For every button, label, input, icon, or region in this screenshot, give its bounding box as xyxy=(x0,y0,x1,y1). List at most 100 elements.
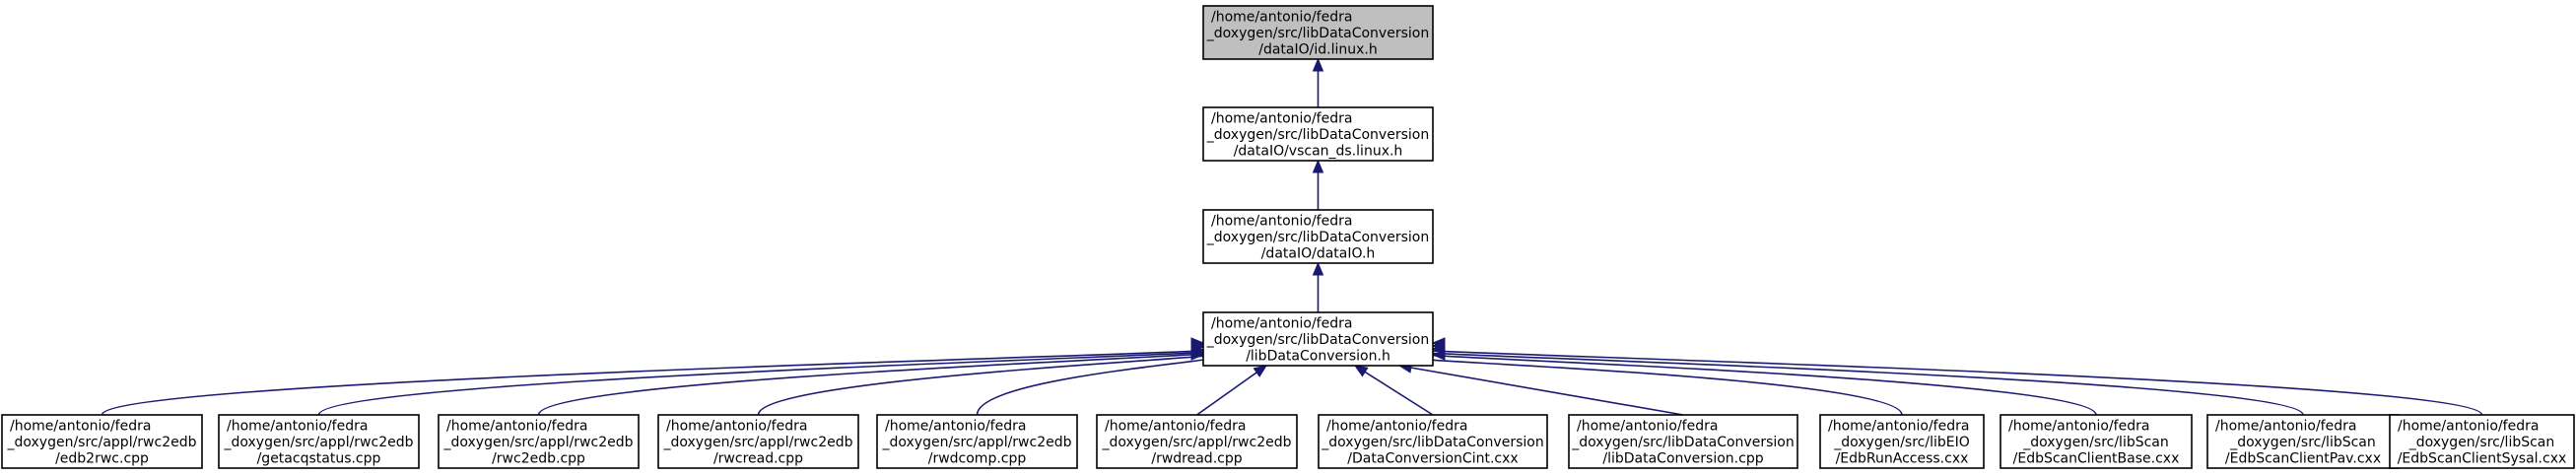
node-label-line: _doxygen/src/libDataConversion xyxy=(1321,435,1543,450)
edge-c10-to-n3 xyxy=(1350,340,2304,416)
edge-arrowhead xyxy=(1312,261,1324,276)
edge-line xyxy=(1372,348,2097,416)
node-box xyxy=(438,414,640,469)
node-label-line: _doxygen/src/libScan xyxy=(2229,435,2376,450)
edge-c6-to-n3 xyxy=(1353,365,1434,416)
graph-node-c11[interactable]: /home/antonio/fedra_doxygen/src/libScan/… xyxy=(2389,414,2575,469)
edge-line xyxy=(101,342,1310,416)
node-box xyxy=(2389,414,2575,469)
node-label-line: _doxygen/src/appl/rwc2edb xyxy=(224,435,414,450)
edge-arrowhead xyxy=(1253,365,1268,377)
node-label-line: /home/antonio/fedra xyxy=(2215,419,2356,435)
node-label-line: _doxygen/src/libScan xyxy=(2022,435,2169,450)
edge-c0-to-n3 xyxy=(101,337,1310,416)
node-box xyxy=(1819,414,1985,469)
node-box xyxy=(1096,414,1298,469)
graph-node-c10[interactable]: /home/antonio/fedra_doxygen/src/libScan/… xyxy=(2206,414,2400,469)
graph-node-c8[interactable]: /home/antonio/fedra_doxygen/src/libEIO/E… xyxy=(1819,414,1985,469)
node-box xyxy=(876,414,1078,469)
node-box xyxy=(1568,414,1798,469)
node-label-line: _doxygen/src/libDataConversion xyxy=(1206,127,1429,143)
graph-node-n1[interactable]: /home/antonio/fedra_doxygen/src/libDataC… xyxy=(1202,106,1434,162)
node-box xyxy=(1202,106,1434,162)
edge-arrowhead xyxy=(1353,365,1369,377)
graph-node-c2[interactable]: /home/antonio/fedra_doxygen/src/appl/rwc… xyxy=(438,414,640,469)
graph-node-c6[interactable]: /home/antonio/fedra_doxygen/src/libDataC… xyxy=(1318,414,1548,469)
node-label-line: _doxygen/src/libScan xyxy=(2408,435,2555,450)
node-label-line: /home/antonio/fedra xyxy=(446,419,587,435)
edge-arrowhead xyxy=(1312,159,1324,173)
node-label-line: /home/antonio/fedra xyxy=(1105,419,1246,435)
node-label-line: /rwc2edb.cpp xyxy=(492,451,585,467)
graph-node-n2[interactable]: /home/antonio/fedra_doxygen/src/libDataC… xyxy=(1202,209,1434,264)
node-label-line: _doxygen/src/libDataConversion xyxy=(1206,332,1429,348)
node-label-line: /getacqstatus.cpp xyxy=(257,451,381,467)
node-label-line: _doxygen/src/libDataConversion xyxy=(1206,230,1429,245)
graph-node-c0[interactable]: /home/antonio/fedra_doxygen/src/appl/rwc… xyxy=(1,414,203,469)
edge-c5-to-n3 xyxy=(1196,365,1268,416)
node-label-line: /home/antonio/fedra xyxy=(2398,419,2539,435)
node-label-line: /dataIO/vscan_ds.linux.h xyxy=(1234,144,1403,160)
node-label-line: _doxygen/src/appl/rwc2edb xyxy=(663,435,853,450)
node-label-line: /home/antonio/fedra xyxy=(1211,214,1352,230)
graph-node-c9[interactable]: /home/antonio/fedra_doxygen/src/libScan/… xyxy=(2000,414,2193,469)
node-label-line: /DataConversionCint.cxx xyxy=(1347,451,1518,467)
graph-node-c7[interactable]: /home/antonio/fedra_doxygen/src/libDataC… xyxy=(1568,414,1798,469)
node-box xyxy=(1202,5,1434,60)
edge-c11-to-n3 xyxy=(1332,337,2483,416)
node-label-line: /rwdread.cpp xyxy=(1151,451,1242,467)
node-label-line: _doxygen/src/appl/rwc2edb xyxy=(443,435,634,450)
node-label-line: /home/antonio/fedra xyxy=(1211,10,1352,26)
graph-node-c1[interactable]: /home/antonio/fedra_doxygen/src/appl/rwc… xyxy=(218,414,420,469)
edge-c7-to-n3 xyxy=(1397,362,1684,416)
nodes-layer: /home/antonio/fedra_doxygen/src/libDataC… xyxy=(1,5,2575,469)
edge-arrowhead xyxy=(1190,349,1205,361)
node-label-line: /home/antonio/fedra xyxy=(1828,419,1969,435)
node-box xyxy=(1,414,203,469)
edge-line xyxy=(1391,354,1903,416)
node-label-line: /rwdcomp.cpp xyxy=(928,451,1027,467)
node-label-line: /home/antonio/fedra xyxy=(1211,111,1352,127)
node-label-line: /libDataConversion.cpp xyxy=(1602,451,1763,467)
node-label-line: /rwcread.cpp xyxy=(713,451,803,467)
node-label-line: /home/antonio/fedra xyxy=(666,419,807,435)
edge-line xyxy=(1332,342,2483,416)
graph-node-c3[interactable]: /home/antonio/fedra_doxygen/src/appl/rwc… xyxy=(657,414,859,469)
node-label-line: /EdbScanClientBase.cxx xyxy=(2013,451,2180,467)
edge-line xyxy=(1196,365,1267,416)
node-box xyxy=(657,414,859,469)
edge-line xyxy=(1354,365,1434,416)
node-box xyxy=(1318,414,1548,469)
node-box xyxy=(2000,414,2193,469)
graph-node-c5[interactable]: /home/antonio/fedra_doxygen/src/appl/rwc… xyxy=(1096,414,1298,469)
node-label-line: /libDataConversion.h xyxy=(1246,349,1390,365)
edge-n2-to-n1 xyxy=(1312,159,1324,210)
node-label-line: _doxygen/src/libEIO xyxy=(1833,435,1970,450)
node-label-line: /EdbRunAccess.cxx xyxy=(1836,451,1969,467)
node-label-line: _doxygen/src/libDataConversion xyxy=(1571,435,1794,450)
node-label-line: /home/antonio/fedra xyxy=(1211,316,1352,332)
edge-n1-to-n0 xyxy=(1312,57,1324,107)
node-label-line: /EdbScanClientPav.cxx xyxy=(2225,451,2381,467)
node-label-line: _doxygen/src/appl/rwc2edb xyxy=(7,435,197,450)
node-label-line: /home/antonio/fedra xyxy=(227,419,368,435)
node-label-line: /edb2rwc.cpp xyxy=(55,451,149,467)
node-box xyxy=(218,414,420,469)
node-label-line: /home/antonio/fedra xyxy=(885,419,1026,435)
node-label-line: /home/antonio/fedra xyxy=(1577,419,1718,435)
node-label-line: _doxygen/src/appl/rwc2edb xyxy=(882,435,1072,450)
edge-n3-to-n2 xyxy=(1312,261,1324,312)
node-label-line: _doxygen/src/appl/rwc2edb xyxy=(1102,435,1292,450)
graph-node-n0[interactable]: /home/antonio/fedra_doxygen/src/libDataC… xyxy=(1202,5,1434,60)
node-box xyxy=(1202,209,1434,264)
edge-arrowhead xyxy=(1312,57,1324,72)
node-box xyxy=(1202,311,1434,367)
node-label-line: /home/antonio/fedra xyxy=(2008,419,2149,435)
node-label-line: _doxygen/src/libDataConversion xyxy=(1206,26,1429,41)
node-label-line: /home/antonio/fedra xyxy=(1326,419,1467,435)
node-label-line: /dataIO/id.linux.h xyxy=(1258,42,1377,58)
graph-node-c4[interactable]: /home/antonio/fedra_doxygen/src/appl/rwc… xyxy=(876,414,1078,469)
node-label-line: /dataIO/dataIO.h xyxy=(1261,246,1376,262)
graph-node-n3[interactable]: /home/antonio/fedra_doxygen/src/libDataC… xyxy=(1202,311,1434,367)
